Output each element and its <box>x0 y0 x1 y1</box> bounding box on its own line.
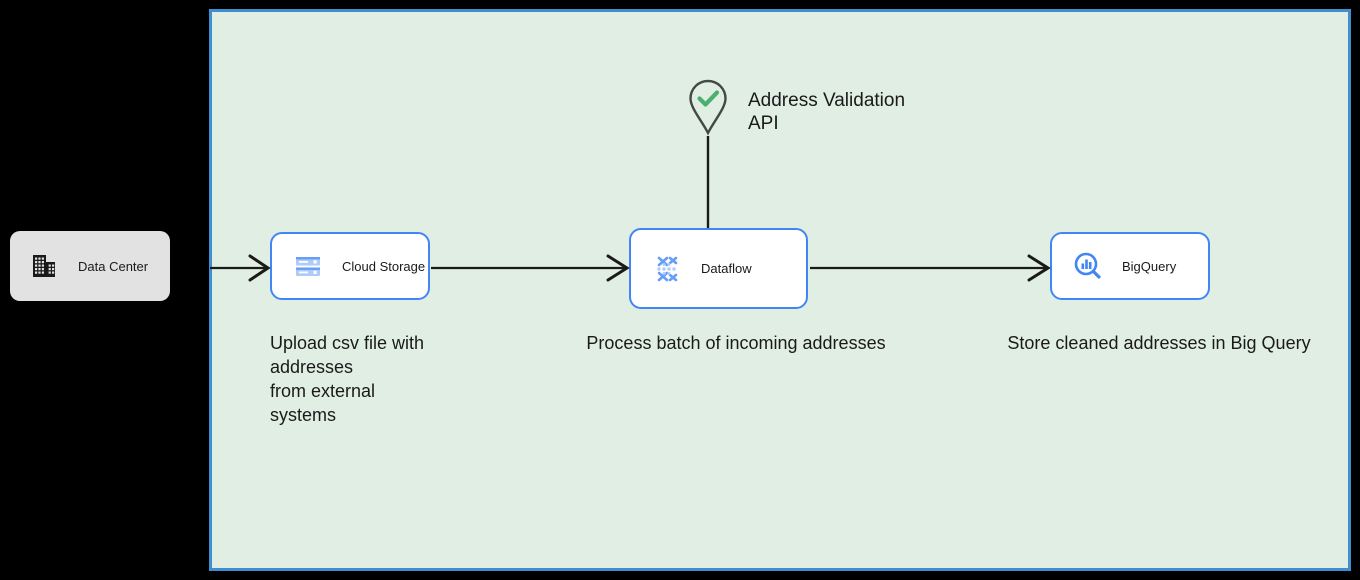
dataflow-icon <box>657 256 678 281</box>
node-cloud-storage[interactable]: Cloud Storage <box>270 232 430 300</box>
caption-upload-csv: Upload csv file with addresses from exte… <box>270 333 425 425</box>
node-dataflow-label: Dataflow <box>701 261 752 276</box>
node-cloud-storage-label: Cloud Storage <box>342 258 426 274</box>
node-data-center-label: Data Center <box>78 258 149 274</box>
address-validation-api-label: Address Validation API <box>748 90 906 134</box>
caption-store-addresses: Store cleaned addresses in Big Query <box>1007 333 1311 353</box>
bigquery-icon <box>1074 252 1101 279</box>
node-bigquery-label: BigQuery <box>1122 258 1177 274</box>
node-dataflow[interactable]: Dataflow <box>629 228 808 309</box>
map-pin-check-icon[interactable] <box>686 78 730 136</box>
node-bigquery[interactable]: BigQuery <box>1050 232 1210 300</box>
node-data-center[interactable]: Data Center <box>10 231 170 301</box>
building-icon <box>33 255 55 277</box>
caption-process-batch: Process batch of incoming addresses <box>586 333 886 353</box>
cloud-storage-icon <box>296 257 320 276</box>
